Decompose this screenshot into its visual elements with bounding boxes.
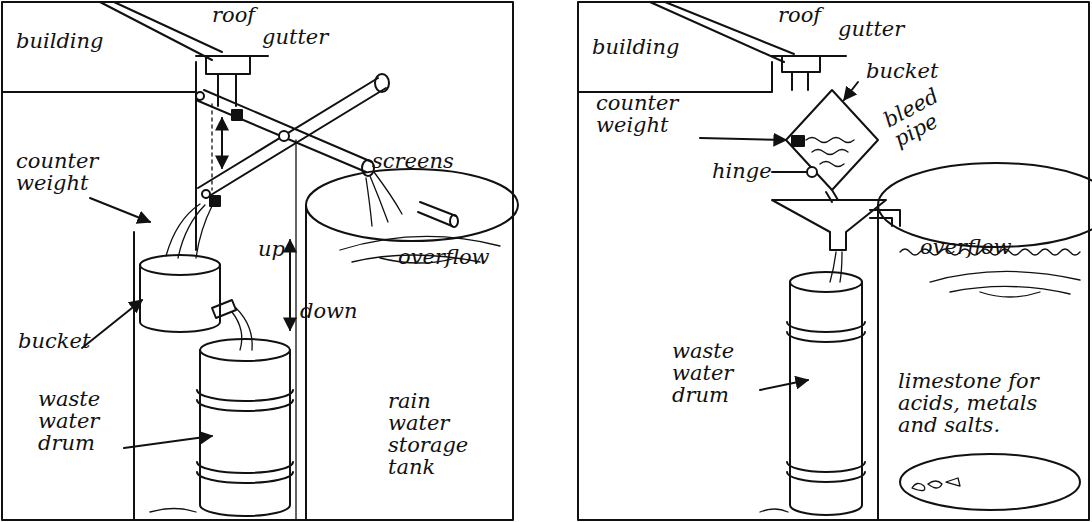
ground-mark <box>150 509 196 513</box>
part-label: bucket <box>866 60 946 82</box>
motion-arrow <box>289 240 291 330</box>
leader-arrow <box>700 138 786 140</box>
water-stream <box>232 308 252 350</box>
bucket-rim <box>140 255 220 275</box>
part-label: down <box>300 300 370 322</box>
motion-arrow <box>221 118 223 168</box>
leader-arrow <box>124 436 212 448</box>
tipping-bucket <box>786 90 878 190</box>
part-label: gutter <box>838 18 918 40</box>
part-label: overflow <box>920 236 1030 258</box>
tank-top <box>878 163 1092 247</box>
gutter-outlet <box>196 56 268 106</box>
part-label: counter weight <box>596 92 696 136</box>
leader-line <box>772 171 806 173</box>
part-label: building <box>592 36 702 58</box>
part-label: roof <box>212 4 272 26</box>
water-stream <box>366 172 402 226</box>
part-label: up <box>258 238 298 260</box>
part-label: waste water drum <box>38 388 128 454</box>
ground-mark <box>760 509 788 512</box>
hinge-pin <box>807 167 817 177</box>
bucket-spout <box>212 300 236 318</box>
part-label: rain water storage tank <box>388 390 478 478</box>
tank-top <box>306 169 518 241</box>
part-label: building <box>16 30 126 52</box>
roof-line <box>100 2 222 60</box>
leader-arrow <box>82 300 142 348</box>
building-wall <box>578 62 772 92</box>
pivot <box>196 92 204 100</box>
counter-weight <box>792 136 804 146</box>
part-label: overflow <box>398 246 508 268</box>
tank-wall <box>877 205 879 520</box>
part-label: roof <box>778 4 838 26</box>
part-label: gutter <box>262 26 352 48</box>
pivot-post <box>295 140 296 520</box>
building-wall <box>2 62 196 520</box>
part-label: waste water drum <box>672 340 762 406</box>
funnel <box>772 200 886 250</box>
drum-band <box>787 322 865 482</box>
pipe-end <box>375 74 389 92</box>
link-rod <box>211 104 212 190</box>
water-stream <box>166 204 212 258</box>
leader-arrow <box>844 82 858 100</box>
part-label: hinge <box>712 160 782 182</box>
drum-rim <box>790 272 862 292</box>
limestone-bed <box>900 454 1080 510</box>
leader-arrow <box>90 198 150 222</box>
part-label: counter weight <box>16 150 116 194</box>
drum-rim <box>200 339 290 361</box>
gutter-outlet <box>772 56 846 90</box>
panel-frame <box>578 2 1089 520</box>
water-wave <box>806 138 854 167</box>
counter-weight <box>232 110 242 120</box>
counter-weight <box>210 196 220 206</box>
part-label: screens <box>372 150 472 172</box>
diverter-pipe <box>196 90 372 172</box>
part-label: limestone for acids, metals and salts. <box>898 370 1068 436</box>
pivot <box>202 190 210 198</box>
pipe-end <box>450 215 458 227</box>
tank-wall <box>305 205 307 520</box>
part-label: bucket <box>18 330 108 352</box>
lever-arm <box>198 78 386 198</box>
panel-frame <box>2 2 513 520</box>
water-stream <box>830 252 842 282</box>
pivot <box>279 131 289 141</box>
water-ripple <box>930 271 1080 297</box>
drum-body <box>200 350 290 516</box>
limestone-rock <box>912 478 960 491</box>
leader-arrow <box>760 380 808 390</box>
